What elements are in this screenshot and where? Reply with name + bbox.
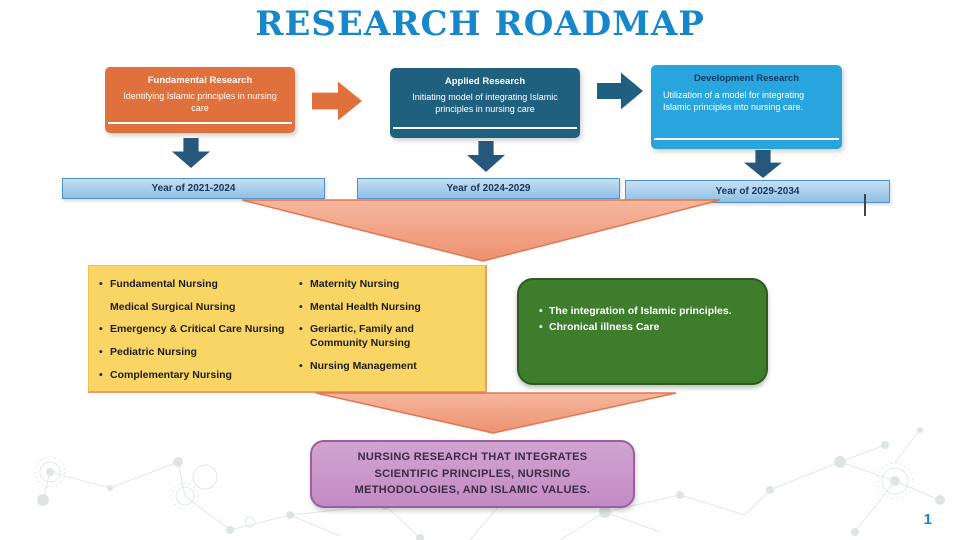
list-item: •Mental Health Nursing xyxy=(299,300,421,313)
outcome-box: NURSING RESEARCH THAT INTEGRATES SCIENTI… xyxy=(310,440,635,508)
stage-box-applied-research: Applied Research Initiating model of int… xyxy=(390,68,580,138)
funnel-triangle-top xyxy=(241,199,721,262)
stage-body: Initiating model of integrating Islamic … xyxy=(412,92,558,114)
bullet: • xyxy=(299,323,303,336)
list-item: •Emergency & Critical Care Nursing xyxy=(99,323,285,336)
outcome-text: NURSING RESEARCH THAT INTEGRATES SCIENTI… xyxy=(354,451,591,497)
bullet: • xyxy=(299,278,303,290)
bullet: • xyxy=(99,278,103,290)
stage-box-development-research: Development Research Utilization of a mo… xyxy=(651,65,842,149)
islamic-focus-box: •The integration of Islamic principles. … xyxy=(517,278,768,385)
list-item: •Nursing Management xyxy=(299,359,417,372)
stage-body: Identifying Islamic principles in nursin… xyxy=(123,91,277,113)
list-item: Medical Surgical Nursing xyxy=(99,301,291,315)
year-bar-2029-2034: Year of 2029-2034 xyxy=(625,180,890,203)
bullet: • xyxy=(99,368,103,381)
stage-title: Applied Research xyxy=(444,76,526,87)
bullet: • xyxy=(99,345,103,358)
stage-box-fundamental-research: Fundamental Research Identifying Islamic… xyxy=(105,67,295,133)
text-cursor xyxy=(864,194,866,216)
year-bar-2024-2029: Year of 2024-2029 xyxy=(357,178,620,199)
list-item: •Maternity Nursing xyxy=(299,278,400,290)
right-arrow-icon xyxy=(597,72,643,110)
down-arrow-icon xyxy=(467,141,505,172)
bullet: • xyxy=(99,323,103,336)
list-item: •Complementary Nursing xyxy=(99,368,232,381)
bullet: • xyxy=(539,321,543,334)
page-title: RESEARCH ROADMAP xyxy=(255,4,705,44)
stage-title: Development Research xyxy=(693,73,800,84)
right-arrow-icon xyxy=(312,81,362,121)
bullet: • xyxy=(539,305,543,317)
list-item: •The integration of Islamic principles. xyxy=(539,305,732,317)
list-item: •Geriartic, Family and Community Nursing xyxy=(299,323,414,349)
year-bar-2021-2024: Year of 2021-2024 xyxy=(62,178,325,199)
bullet: • xyxy=(299,300,303,313)
specialties-column-right: •Maternity Nursing •Mental Health Nursin… xyxy=(299,278,474,391)
list-item: •Fundamental Nursing xyxy=(99,278,218,290)
list-item: •Chronical illness Care xyxy=(539,321,660,334)
specialties-column-left: •Fundamental Nursing Medical Surgical Nu… xyxy=(99,278,291,391)
page-number: 1 xyxy=(923,511,932,528)
funnel-triangle-bottom xyxy=(315,392,677,434)
stage-body: Utilization of a model for integrating I… xyxy=(663,90,805,112)
list-item: •Pediatric Nursing xyxy=(99,345,197,358)
bullet: • xyxy=(299,359,303,372)
down-arrow-icon xyxy=(172,138,210,168)
nursing-specialties-box: •Fundamental Nursing Medical Surgical Nu… xyxy=(88,265,487,393)
down-arrow-icon xyxy=(744,150,782,178)
bullet xyxy=(99,301,110,315)
stage-title: Fundamental Research xyxy=(147,75,253,86)
